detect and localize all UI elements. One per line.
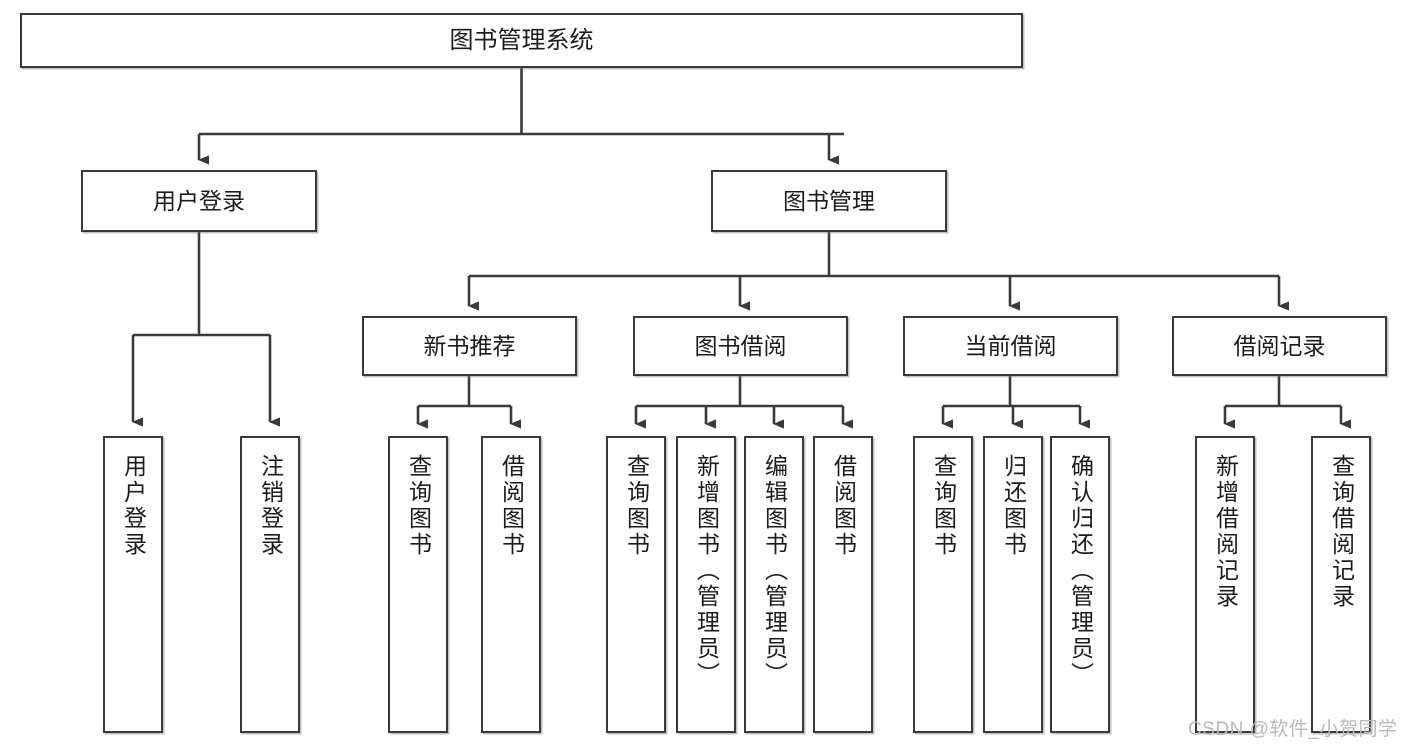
node-new-book-recommend-label: 新书推荐 [423, 332, 516, 359]
node-leaf-borrow-book-1-label: 借阅图书 [498, 454, 525, 558]
node-borrow-record[interactable]: 借阅记录 [1172, 316, 1387, 376]
node-leaf-confirm-return[interactable]: 确认归还（管理员） [1050, 436, 1110, 733]
node-new-book-recommend[interactable]: 新书推荐 [362, 316, 577, 376]
node-leaf-query-book-3[interactable]: 查询图书 [913, 436, 973, 733]
node-book-manage-label: 图书管理 [783, 187, 875, 214]
node-leaf-query-book-2[interactable]: 查询图书 [606, 436, 666, 733]
node-leaf-query-record[interactable]: 查询借阅记录 [1311, 436, 1371, 733]
node-book-borrow-label: 图书借阅 [694, 332, 787, 359]
node-leaf-confirm-return-label: 确认归还（管理员） [1067, 454, 1094, 688]
node-leaf-edit-book[interactable]: 编辑图书（管理员） [744, 436, 804, 733]
node-user-login-label: 用户登录 [153, 187, 245, 214]
node-leaf-query-book-3-label: 查询图书 [930, 454, 957, 558]
node-leaf-edit-book-label: 编辑图书（管理员） [761, 454, 788, 688]
node-leaf-return-book-label: 归还图书 [1000, 454, 1027, 558]
node-leaf-query-book-1-label: 查询图书 [405, 454, 432, 558]
node-leaf-query-record-label: 查询借阅记录 [1328, 454, 1355, 610]
node-leaf-user-login-label: 用户登录 [120, 454, 147, 558]
node-leaf-borrow-book-1[interactable]: 借阅图书 [481, 436, 541, 733]
node-leaf-add-book[interactable]: 新增图书（管理员） [676, 436, 736, 733]
node-leaf-add-record-label: 新增借阅记录 [1212, 454, 1239, 610]
node-root-label: 图书管理系统 [449, 26, 594, 54]
watermark: CSDN @软件_小贺同学 [1188, 719, 1398, 740]
node-leaf-logout-login[interactable]: 注销登录 [240, 436, 300, 733]
node-leaf-query-book-2-label: 查询图书 [623, 454, 650, 558]
node-book-manage[interactable]: 图书管理 [711, 170, 947, 232]
node-leaf-borrow-book-2[interactable]: 借阅图书 [813, 436, 873, 733]
node-leaf-return-book[interactable]: 归还图书 [983, 436, 1043, 733]
node-current-borrow[interactable]: 当前借阅 [903, 316, 1118, 376]
node-leaf-add-book-label: 新增图书（管理员） [693, 454, 720, 688]
node-root[interactable]: 图书管理系统 [20, 13, 1023, 68]
node-borrow-record-label: 借阅记录 [1233, 332, 1326, 359]
node-user-login[interactable]: 用户登录 [81, 170, 317, 232]
node-leaf-user-login[interactable]: 用户登录 [103, 436, 163, 733]
node-book-borrow[interactable]: 图书借阅 [633, 316, 848, 376]
node-current-borrow-label: 当前借阅 [964, 332, 1057, 359]
node-leaf-logout-login-label: 注销登录 [257, 454, 284, 558]
node-leaf-borrow-book-2-label: 借阅图书 [830, 454, 857, 558]
node-leaf-query-book-1[interactable]: 查询图书 [388, 436, 448, 733]
node-leaf-add-record[interactable]: 新增借阅记录 [1195, 436, 1255, 733]
